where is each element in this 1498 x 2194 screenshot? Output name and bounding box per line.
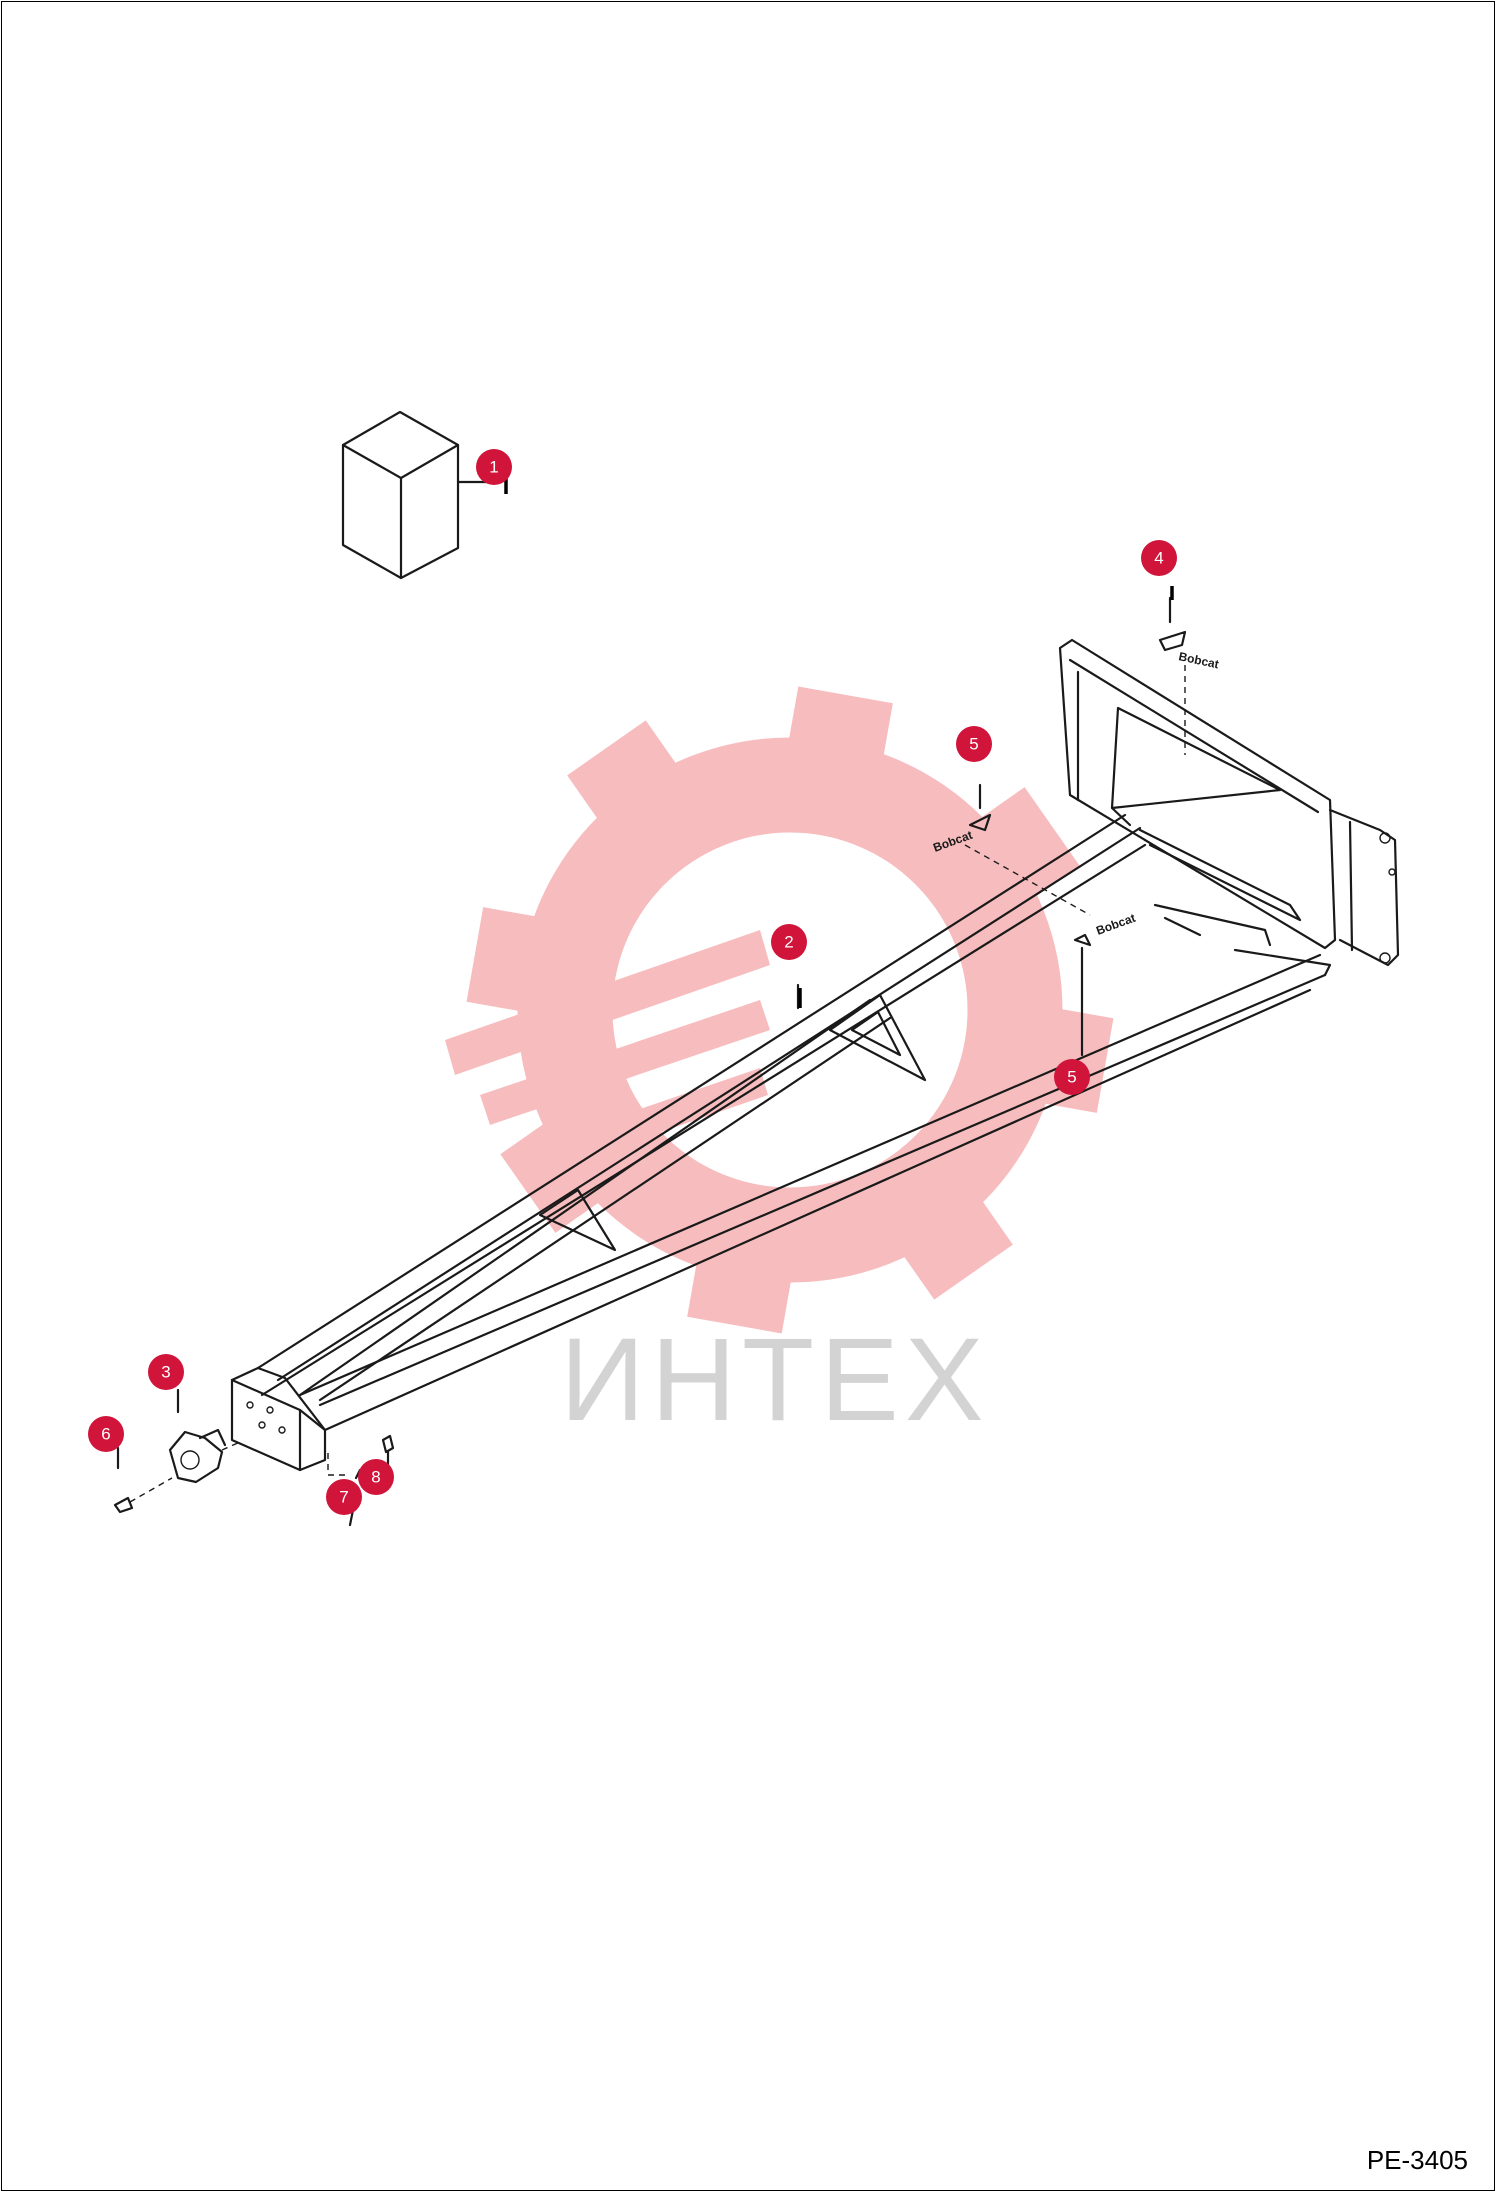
- callout-decal-middle: 5: [956, 726, 992, 762]
- callout-circle: [476, 449, 512, 485]
- watermark-text: ИНТЕХ: [560, 1314, 990, 1446]
- callout-circle: [358, 1459, 394, 1495]
- callout-number: 2: [784, 933, 793, 952]
- callout-kit-box: 1: [476, 449, 512, 485]
- decal-right-label: Bobcat: [1094, 911, 1137, 938]
- gear-tooth: [687, 1228, 798, 1334]
- callout-circle: [1141, 540, 1177, 576]
- gear-tooth: [466, 907, 572, 1018]
- watermark-logo: ИНТЕХ: [445, 686, 1114, 1446]
- diagram-code: PE-3405: [1366, 2145, 1468, 2175]
- decal-top-label: Bobcat: [1177, 649, 1220, 671]
- callout-circle: [326, 1479, 362, 1515]
- callout-number: 4: [1154, 549, 1163, 568]
- callout-number: 3: [161, 1363, 170, 1382]
- callout-boom-frame: 2: [771, 924, 807, 960]
- gear-tooth: [782, 686, 893, 792]
- callout-badges: 1 2 3 4 5 5 6 7 8: [88, 449, 1177, 1515]
- bolt: [113, 1446, 173, 1514]
- decal-top: Bobcat: [1158, 596, 1220, 755]
- callout-number: 6: [101, 1425, 110, 1444]
- hook-bracket: [168, 1388, 241, 1484]
- gear-tooth: [567, 720, 698, 850]
- boom-frame: [230, 638, 1400, 1472]
- callout-number: 8: [371, 1468, 380, 1487]
- callout-circle: [88, 1416, 124, 1452]
- callout-circle: [148, 1354, 184, 1390]
- callout-bolt: 6: [88, 1416, 124, 1452]
- callout-circle: [771, 924, 807, 960]
- gear-tooth: [1008, 1002, 1114, 1113]
- callout-number: 5: [1067, 1068, 1076, 1087]
- callout-decal-top: 4: [1141, 540, 1177, 576]
- gear-tooth: [500, 1102, 630, 1233]
- callout-circle: [956, 726, 992, 762]
- gear-tooth: [882, 1170, 1013, 1300]
- callout-number: 5: [969, 735, 978, 754]
- callout-decal-right: 5: [1054, 1059, 1090, 1095]
- callout-circle: [1054, 1059, 1090, 1095]
- callout-nut: 8: [358, 1459, 394, 1495]
- callout-number: 7: [339, 1488, 348, 1507]
- callout-washer: 7: [326, 1479, 362, 1515]
- kit-box: [341, 410, 497, 580]
- gear-tooth: [950, 787, 1080, 918]
- callout-number: 1: [489, 458, 498, 477]
- callout-hook-bracket: 3: [148, 1354, 184, 1390]
- watermark-gear: [445, 686, 1114, 1334]
